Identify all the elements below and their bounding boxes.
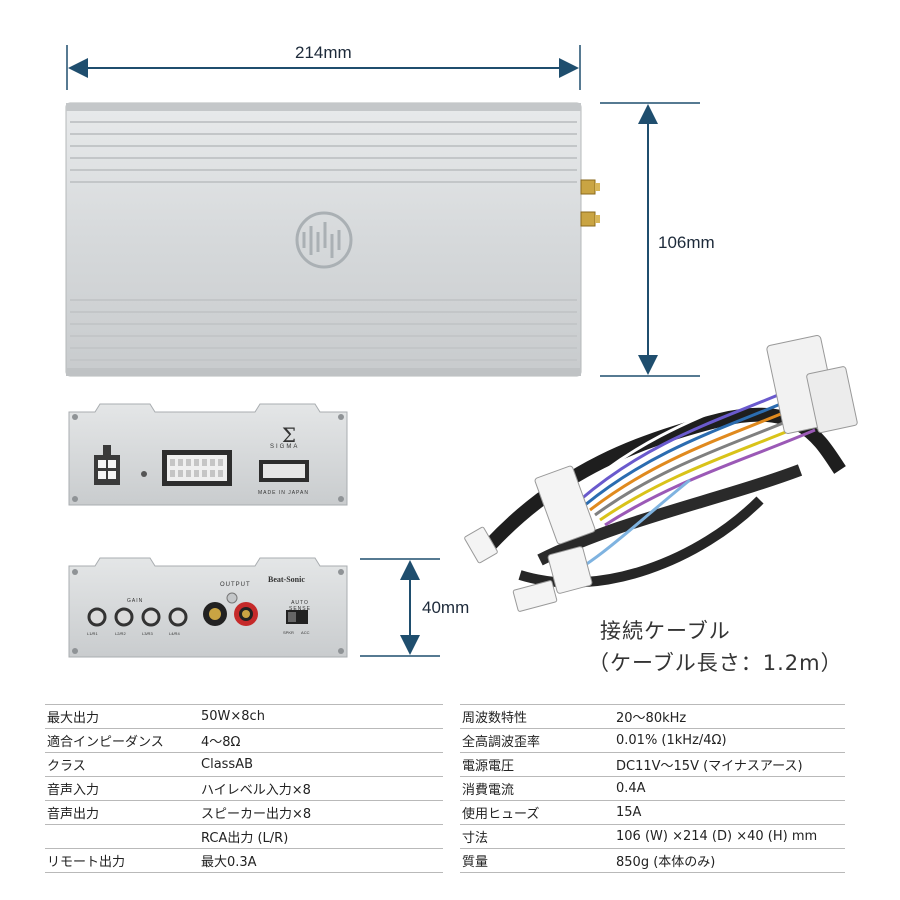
sigma-symbol: Σ xyxy=(282,423,296,447)
spec-label: 音声入力 xyxy=(45,776,199,801)
beat-sonic-logo: Beat-Sonic xyxy=(268,575,305,584)
cable-length: （ケーブル長さ：1.2m） xyxy=(588,651,843,675)
auto-sense-switch-icon xyxy=(286,610,308,624)
connection-cable-illustration xyxy=(464,334,858,612)
spec-label: 使用ヒューズ xyxy=(460,800,614,825)
spec-value: 4〜8Ω xyxy=(199,728,443,753)
usb-connector-icon xyxy=(259,460,309,482)
switch-label: ACC xyxy=(301,630,310,635)
gain-knob-label: L3/R3 xyxy=(142,631,153,636)
spec-label: 適合インピーダンス xyxy=(45,728,199,753)
spec-value: 0.01% (1kHz/4Ω) xyxy=(614,728,845,753)
table-row: 音声出力スピーカー出力×8 xyxy=(45,800,443,825)
spec-value: DC11V〜15V (マイナスアース) xyxy=(614,752,845,777)
spec-value: スピーカー出力×8 xyxy=(199,800,443,825)
spec-value: 850g (本体のみ) xyxy=(614,848,845,873)
spec-value: 15A xyxy=(614,800,845,825)
spec-label: 質量 xyxy=(460,848,614,873)
spec-value: RCA出力 (L/R) xyxy=(199,824,443,849)
cable-title: 接続ケーブル xyxy=(600,619,731,643)
height-dimension-label: 40mm xyxy=(422,598,470,617)
spec-value: ハイレベル入力×8 xyxy=(199,776,443,801)
rca-output-jack-icons xyxy=(203,592,258,626)
height-dimension xyxy=(360,558,440,657)
depth-dimension-label: 106mm xyxy=(658,233,715,252)
table-row: 音声入力ハイレベル入力×8 xyxy=(45,776,443,801)
harness-connector-icon xyxy=(162,450,232,486)
power-connector-icon xyxy=(94,445,120,485)
spec-label: 最大出力 xyxy=(45,704,199,729)
gain-knob-label: L2/R2 xyxy=(115,631,126,636)
sigma-brand-text: SIGMA xyxy=(270,444,300,450)
gain-label: GAIN xyxy=(127,598,144,604)
spec-label: 周波数特性 xyxy=(460,704,614,729)
sigma-logo-icon xyxy=(295,211,353,269)
spec-value: 最大0.3A xyxy=(199,848,443,873)
spec-label: 寸法 xyxy=(460,824,614,849)
gain-knob-icons xyxy=(87,607,188,627)
table-row: リモート出力最大0.3A xyxy=(45,848,443,873)
spec-label: 消費電流 xyxy=(460,776,614,801)
gain-knob-label: L1/R1 xyxy=(87,631,98,636)
output-label: OUTPUT xyxy=(220,582,251,588)
spec-value: 20〜80kHz xyxy=(614,704,845,729)
spec-value: 50W×8ch xyxy=(199,704,443,729)
spec-label: リモート出力 xyxy=(45,848,199,873)
spec-value: ClassAB xyxy=(199,752,443,777)
gain-knob-label: L4/R4 xyxy=(169,631,180,636)
width-dimension xyxy=(66,45,581,90)
auto-sense-label: AUTO SENSE xyxy=(289,600,311,612)
amplifier-front-panel: Σ xyxy=(68,403,348,506)
spec-label: 全高調波歪率 xyxy=(460,728,614,753)
spec-value: 0.4A xyxy=(614,776,845,801)
amplifier-rear-panel xyxy=(68,557,348,658)
spec-label: 電源電圧 xyxy=(460,752,614,777)
amplifier-top-view xyxy=(65,102,600,377)
rca-input-connectors xyxy=(580,179,600,227)
spec-label: 音声出力 xyxy=(45,800,199,825)
depth-dimension xyxy=(600,102,700,377)
switch-label: SPKR xyxy=(283,630,294,635)
table-row: RCA出力 (L/R) xyxy=(45,824,443,849)
width-dimension-label: 214mm xyxy=(295,43,352,62)
spec-value: 106 (W) ×214 (D) ×40 (H) mm xyxy=(614,824,845,849)
made-in-japan-text: MADE IN JAPAN xyxy=(258,490,309,496)
spec-label xyxy=(45,824,199,849)
spec-label: クラス xyxy=(45,752,199,777)
